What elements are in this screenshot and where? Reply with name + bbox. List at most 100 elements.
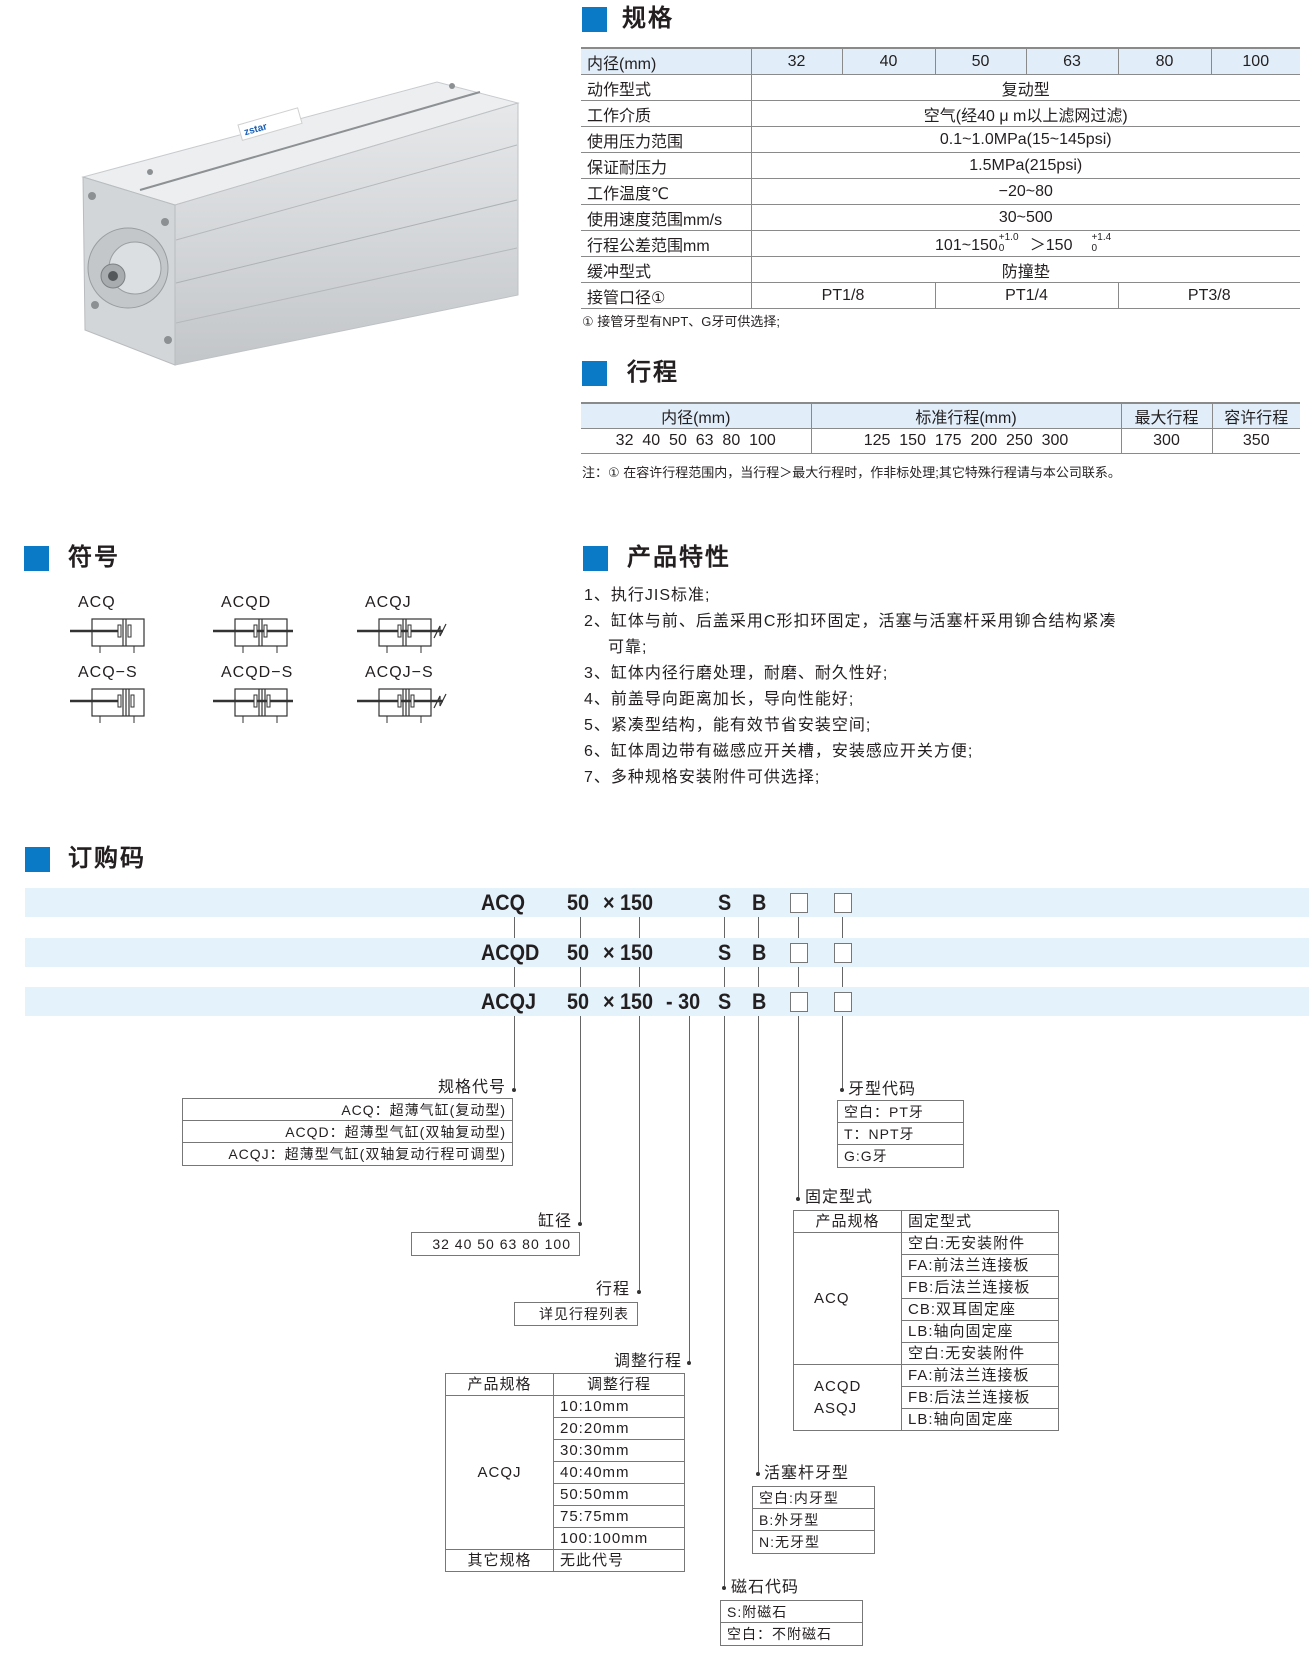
code-b: B [752, 890, 767, 915]
option-row: 空白：PT牙 [838, 1101, 963, 1123]
row-label: 工作温度℃ [581, 178, 752, 205]
cylinder-symbol-icon [70, 688, 145, 723]
row-label: 保证耐压力 [581, 152, 752, 179]
section-marker-icon [582, 7, 607, 32]
code-stroke: 150 [620, 890, 654, 915]
header-cell: 调整行程 [553, 1373, 685, 1396]
stroke-footnote: 注：① 在容许行程范围内，当行程＞最大行程时，作非标处理;其它特殊行程请与本公司… [582, 465, 1121, 480]
thread-code-box [834, 992, 852, 1012]
mount-option: 空白:无安装附件 [901, 1232, 1059, 1255]
model-cell: ACQD ASQJ [793, 1364, 902, 1431]
code-x: × [603, 989, 615, 1014]
header-cell: 固定型式 [901, 1210, 1059, 1233]
lower-limit: 0 [1091, 243, 1098, 254]
row-label: 动作型式 [581, 74, 752, 101]
cylinder-symbol-icon [357, 688, 447, 723]
symbol-label: ACQJ−S [365, 664, 434, 681]
table-header-row: 产品规格调整行程 [445, 1373, 685, 1396]
feature-item: 5、紧凑型结构，能有效节省安装空间; [584, 717, 872, 734]
adjust-value: 40:40mm [553, 1461, 685, 1484]
bore-cell: 80 [1118, 47, 1212, 75]
mount-option: FA:前法兰连接板 [901, 1364, 1059, 1387]
adjust-value: 20:20mm [553, 1417, 685, 1440]
mount-option: LB:轴向固定座 [901, 1320, 1059, 1343]
rod-thread-label: 活塞杆牙型 [764, 1465, 850, 1482]
spec-row-cushion: 缓冲型式防撞垫 [581, 256, 1300, 283]
magnet-code-box: S:附磁石空白：不附磁石 [720, 1600, 863, 1646]
stroke-header-row: 内径(mm) 标准行程(mm) 最大行程 容许行程 [581, 402, 1300, 429]
row-label: 行程公差范围mm [581, 230, 752, 257]
adjust-value: 75:75mm [553, 1505, 685, 1528]
mount-code-box [790, 893, 808, 913]
code-b: B [752, 940, 767, 965]
table-row: 其它规格无此代号 [445, 1549, 685, 1572]
table-row: LB:轴向固定座 [794, 1408, 1059, 1431]
table-row: 30:30mm [446, 1439, 685, 1462]
code-s: S [718, 890, 732, 915]
allowed-stroke-value: 350 [1212, 428, 1300, 454]
lower-limit: 0 [998, 243, 1005, 254]
stroke-value-row: 32 40 50 63 80 100 125 150 175 200 250 3… [581, 428, 1300, 454]
code-b: B [752, 989, 767, 1014]
bore-label: 缸径 [537, 1213, 572, 1230]
header-cell: 内径(mm) [581, 402, 812, 429]
mount-option: FA:前法兰连接板 [901, 1254, 1059, 1277]
feature-item: 4、前盖导向距离加长，导向性能好; [584, 691, 855, 708]
other-value: 无此代号 [553, 1549, 685, 1572]
symbol-label: ACQD−S [221, 664, 294, 681]
code-s: S [718, 989, 732, 1014]
mount-option: LB:轴向固定座 [901, 1408, 1059, 1431]
header-cell: 容许行程 [1212, 402, 1300, 429]
adjust-value: 10:10mm [553, 1395, 685, 1418]
connector-dot-icon [840, 1088, 844, 1092]
mount-option: FB:后法兰连接板 [901, 1386, 1059, 1409]
row-value: 复动型 [751, 74, 1300, 101]
option-row: N:无牙型 [759, 1534, 820, 1550]
adjust-value: 30:30mm [553, 1439, 685, 1462]
table-row: 40:40mm [446, 1461, 685, 1484]
section-marker-icon [583, 546, 608, 571]
cylinder-symbol-icon [357, 618, 447, 653]
upper-limit: +1.4 [1091, 232, 1112, 243]
feature-item: 6、缸体周边带有磁感应开关槽，安装感应开关方便; [584, 743, 974, 760]
spec-row: 工作介质空气(经40 μ m以上滤网过滤) [581, 100, 1300, 127]
connector-dot-icon [722, 1586, 726, 1590]
row-value: 空气(经40 μ m以上滤网过滤) [751, 100, 1300, 127]
spec-row: 动作型式复动型 [581, 74, 1300, 101]
table-row: 空白:无安装附件 [794, 1342, 1059, 1365]
header-cell: 最大行程 [1121, 402, 1213, 429]
symbol-label: ACQD [221, 594, 272, 611]
option-row: S:附磁石 [721, 1601, 862, 1623]
tolerance-range-2: ＞150 [1029, 237, 1073, 254]
port-size-cell: PT1/8 [751, 282, 936, 309]
header-cell: 标准行程(mm) [811, 402, 1122, 429]
option-row: 空白：不附磁石 [727, 1626, 832, 1642]
option-row: ACQD：超薄型气缸(双轴复动型) [183, 1121, 512, 1143]
tolerance-range-1: 101~150 [935, 237, 998, 254]
stroke-label: 行程 [595, 1281, 630, 1298]
code-stroke: 150 [620, 989, 654, 1014]
header-cell: 产品规格 [793, 1210, 902, 1233]
row-value: 0.1~1.0MPa(15~145psi) [751, 126, 1300, 153]
symbol-label: ACQ [78, 594, 116, 611]
code-bore: 50 [567, 989, 590, 1014]
code-series: ACQJ [481, 989, 537, 1014]
magnet-code-label: 磁石代码 [731, 1579, 800, 1596]
bore-box: 32 40 50 63 80 100 [411, 1232, 580, 1256]
mount-option: FB:后法兰连接板 [901, 1276, 1059, 1299]
bore-cell: 32 [751, 47, 843, 75]
row-value: 防撞垫 [751, 256, 1300, 283]
header-cell: 产品规格 [445, 1373, 554, 1396]
table-row: FA:前法兰连接板 [794, 1254, 1059, 1277]
upper-limit: +1.0 [998, 232, 1019, 243]
